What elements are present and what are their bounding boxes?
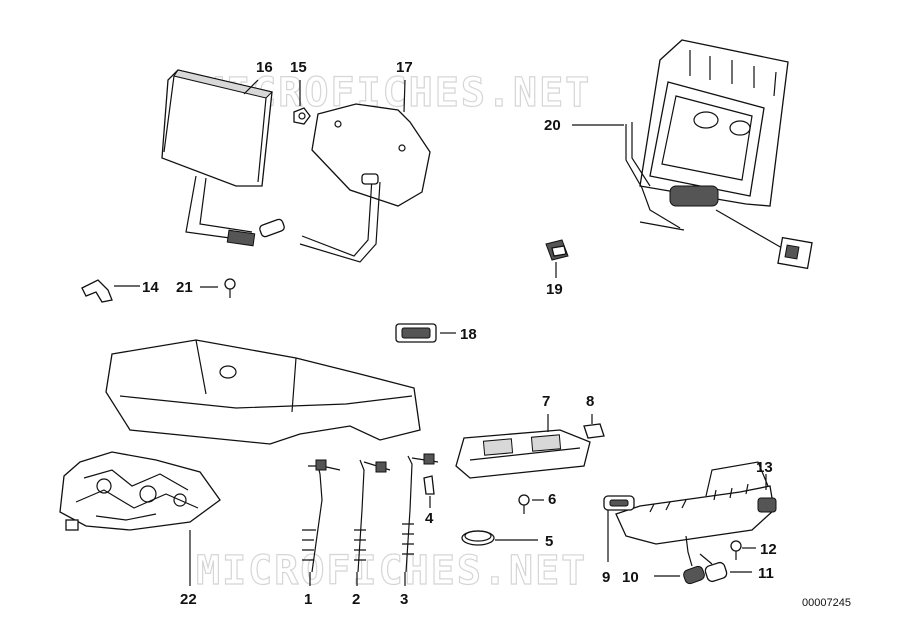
- callout-9: 9: [602, 569, 610, 586]
- callout-12: 12: [760, 541, 777, 558]
- callout-16: 16: [256, 59, 273, 76]
- part-10-connector: [683, 535, 705, 585]
- callout-21: 21: [176, 279, 193, 296]
- part-9-switch: [603, 495, 635, 511]
- callout-1: 1: [304, 591, 312, 608]
- callout-17: 17: [396, 59, 413, 76]
- callout-6: 6: [548, 491, 556, 508]
- callout-10: 10: [622, 569, 639, 586]
- part-8-pad: [583, 423, 605, 439]
- callout-13: 13: [756, 459, 773, 476]
- leader-lines: [114, 79, 767, 586]
- part-11-connector: [699, 553, 728, 583]
- part-3-cable: [402, 453, 439, 573]
- part-seat-shell: [105, 339, 421, 445]
- callout-5: 5: [545, 533, 553, 550]
- callout-20: 20: [544, 117, 561, 134]
- callout-8: 8: [586, 393, 594, 410]
- part-19-clip: [545, 239, 569, 261]
- part-16-control-unit: [161, 69, 285, 247]
- callout-11: 11: [758, 565, 774, 582]
- watermark-bottom: MICROFICHES.NET: [196, 548, 587, 594]
- callout-3: 3: [400, 591, 408, 608]
- callout-4: 4: [425, 510, 434, 527]
- part-17-heating-mat: [299, 103, 431, 263]
- callout-19: 19: [546, 281, 563, 298]
- callout-14: 14: [142, 279, 159, 296]
- callout-15: 15: [290, 59, 307, 76]
- part-5-ring: [461, 530, 495, 546]
- callout-22: 22: [180, 591, 197, 608]
- part-1-cable: [302, 459, 341, 573]
- callout-18: 18: [460, 326, 477, 343]
- part-13-switch-panel: [615, 461, 777, 545]
- part-15-nut: [293, 107, 311, 125]
- part-21-screw: [224, 278, 236, 298]
- part-2-cable: [354, 459, 391, 573]
- part-12-screw: [730, 540, 742, 560]
- part-14-bracket: [81, 279, 113, 303]
- part-22-spring-frame: [59, 451, 221, 531]
- part-6-screw: [518, 494, 530, 514]
- part-20-backrest-heater: [625, 39, 813, 270]
- document-id: 00007245: [802, 597, 851, 609]
- callout-2: 2: [352, 591, 360, 608]
- part-4-clip: [423, 475, 435, 495]
- part-7-trim: [455, 429, 591, 479]
- part-18-switch: [395, 323, 437, 343]
- callout-7: 7: [542, 393, 550, 410]
